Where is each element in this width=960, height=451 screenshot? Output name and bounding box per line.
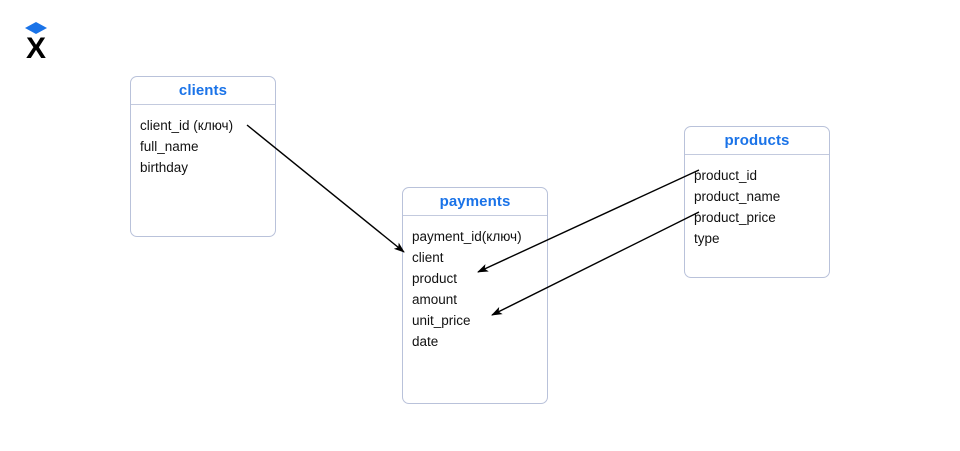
letter-x-icon: X xyxy=(26,32,46,62)
entity-box-products[interactable]: products product_id product_name product… xyxy=(684,126,830,278)
entity-title-products: products xyxy=(685,127,829,155)
entity-field-product[interactable]: product xyxy=(412,271,458,286)
entity-field-full-name[interactable]: full_name xyxy=(140,139,199,154)
entity-field-type[interactable]: type xyxy=(694,231,720,246)
entity-box-payments[interactable]: payments payment_id(ключ) client product… xyxy=(402,187,548,404)
entity-field-amount[interactable]: amount xyxy=(412,292,458,307)
entity-field-list-payments: payment_id(ключ) client product amount u… xyxy=(403,216,547,352)
entity-field-product-id[interactable]: product_id xyxy=(694,168,758,183)
entity-title-payments: payments xyxy=(403,188,547,216)
entity-field-client[interactable]: client xyxy=(412,250,444,265)
svg-text:X: X xyxy=(26,32,46,62)
entity-title-clients: clients xyxy=(131,77,275,105)
entity-field-product-price[interactable]: product_price xyxy=(694,210,776,225)
entity-field-unit-price[interactable]: unit_price xyxy=(412,313,471,328)
diamond-icon xyxy=(25,22,47,34)
entity-field-payment-id[interactable]: payment_id(ключ) xyxy=(412,229,522,244)
entity-field-list-clients: client_id (ключ) full_name birthday xyxy=(131,105,275,178)
entity-field-birthday[interactable]: birthday xyxy=(140,160,189,175)
entity-field-date[interactable]: date xyxy=(412,334,439,349)
entity-field-list-products: product_id product_name product_price ty… xyxy=(685,155,829,249)
app-logo: X xyxy=(18,18,58,62)
entity-box-clients[interactable]: clients client_id (ключ) full_name birth… xyxy=(130,76,276,237)
entity-field-client-id[interactable]: client_id (ключ) xyxy=(140,118,234,133)
entity-field-product-name[interactable]: product_name xyxy=(694,189,781,204)
